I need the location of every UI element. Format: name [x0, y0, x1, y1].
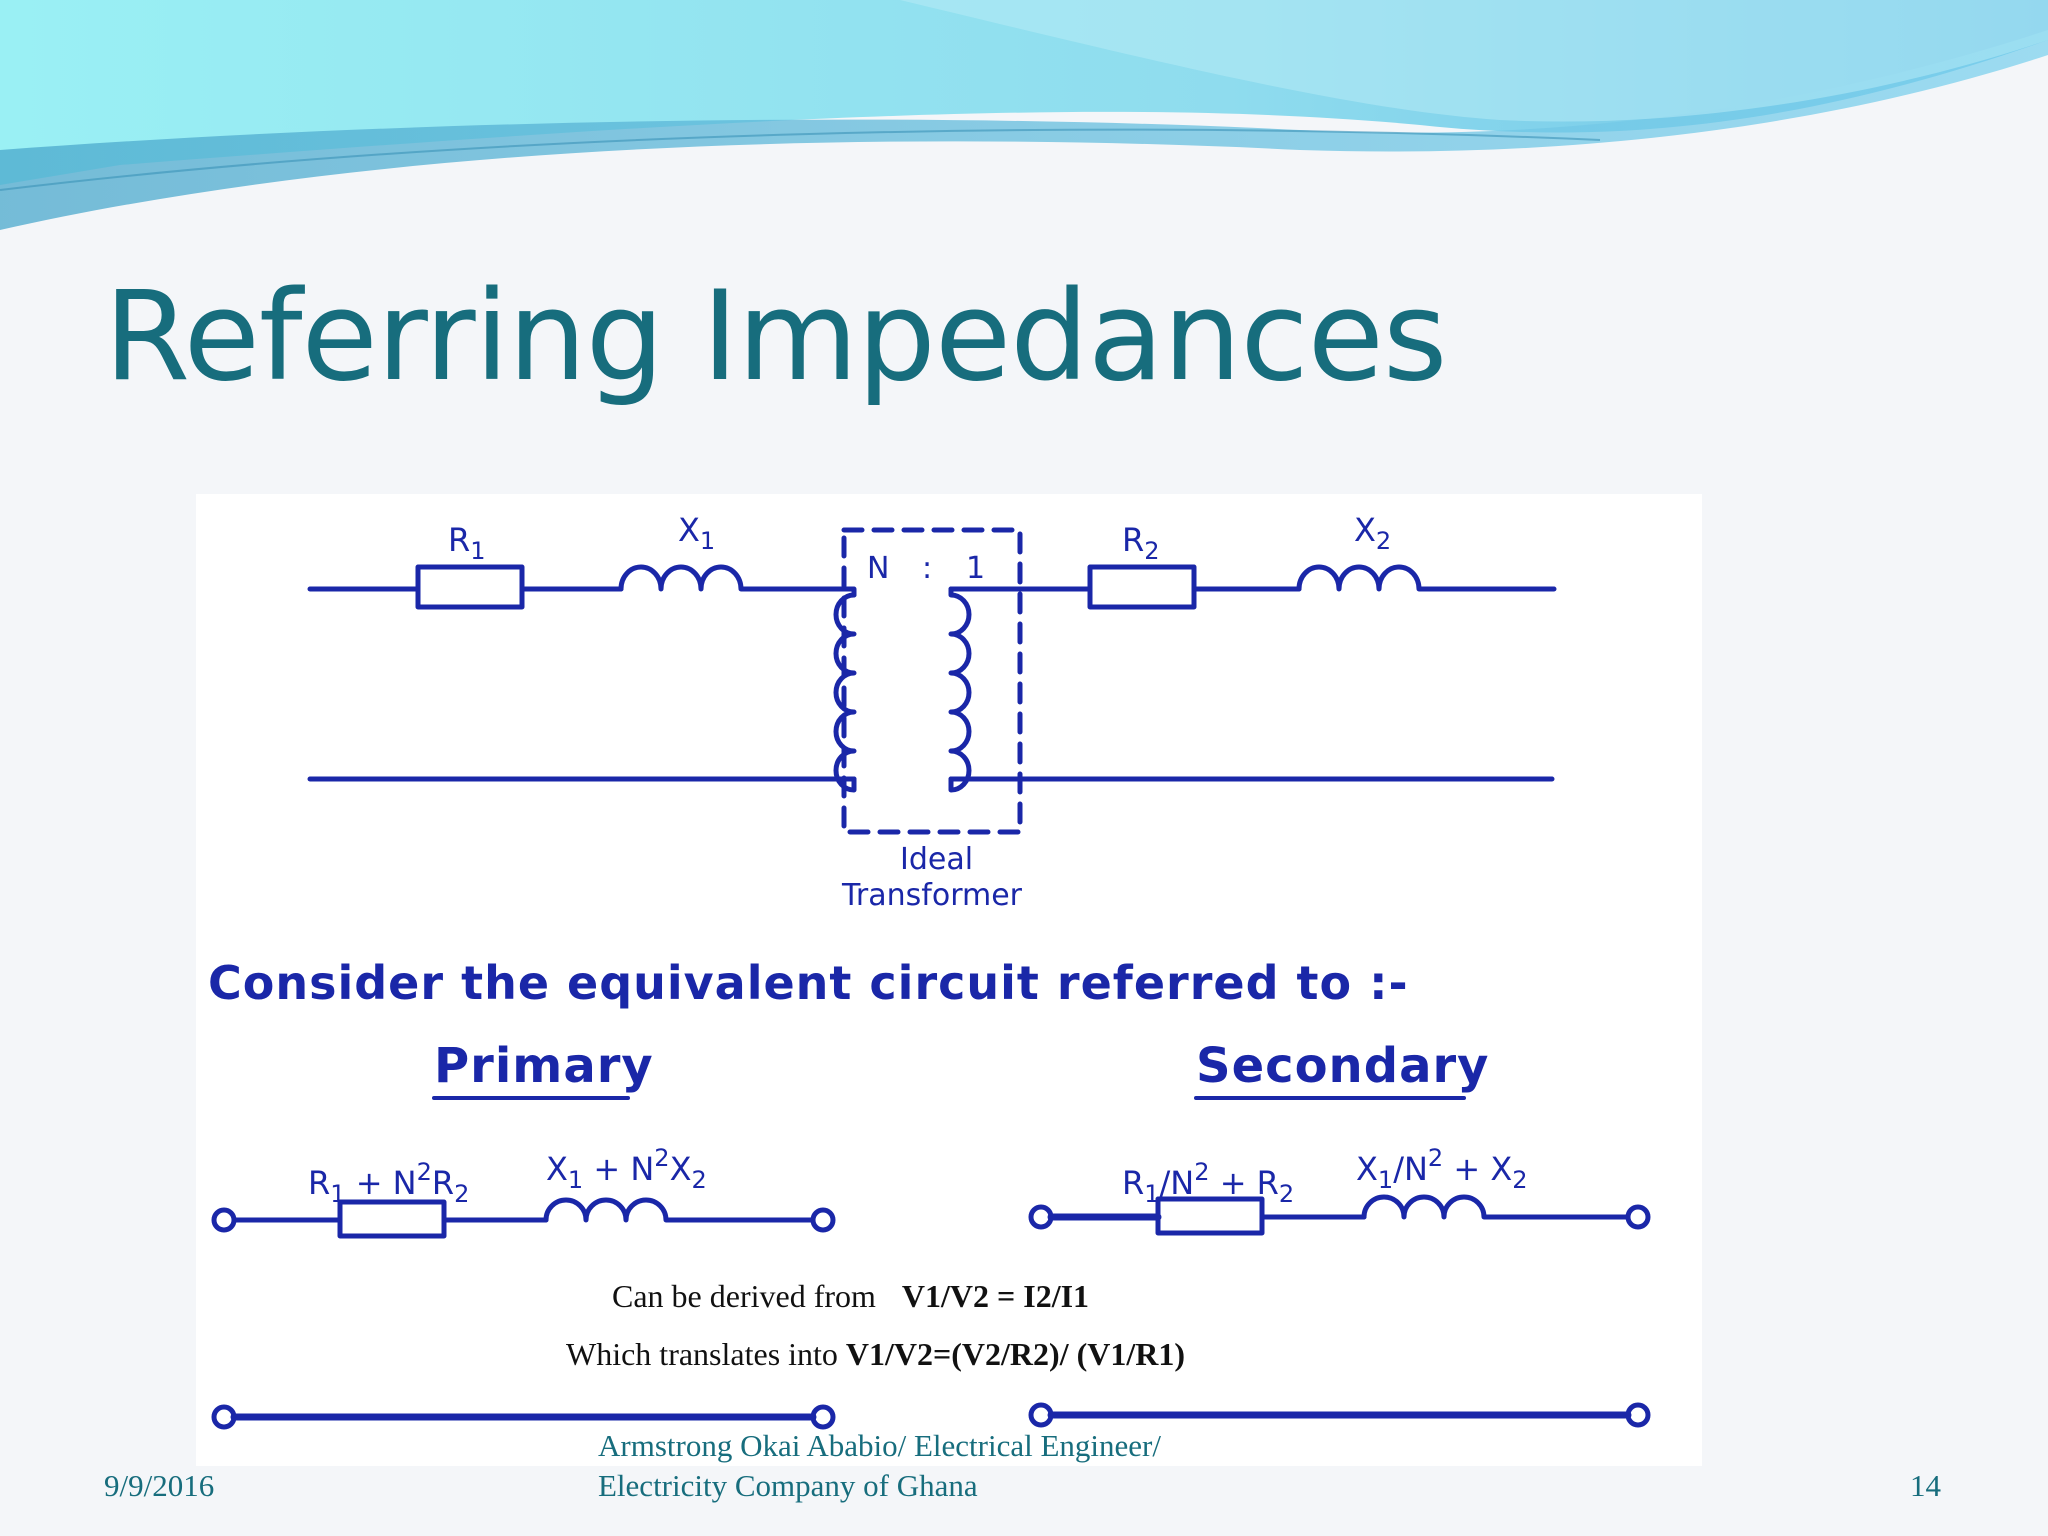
footer-page-number: 14 [1910, 1468, 1941, 1503]
resistor-r1 [415, 564, 525, 610]
ideal-transformer-label-line2: Transformer [842, 878, 1023, 913]
ideal-transformer-label-line1: Ideal [900, 842, 974, 877]
footer-author-line-2: Electricity Company of Ghana [598, 1468, 978, 1503]
label-secondary-equivalent-resistance: R1/N2 + R2 [1122, 1158, 1295, 1208]
secondary-heading: Secondary [1196, 1038, 1490, 1094]
label-r2: R2 [1122, 521, 1160, 565]
footer-date: 9/9/2016 [104, 1468, 215, 1503]
label-secondary-equivalent-reactance: X1/N2 + X2 [1356, 1144, 1528, 1194]
top-circuit [307, 527, 1557, 835]
secondary-winding [948, 586, 972, 793]
footer-author-line-1: Armstrong Okai Ababio/ Electrical Engine… [598, 1428, 1161, 1463]
circuit-figure: R1 X1 R2 X2 N : 1 Ideal Transformer Cons… [196, 494, 1702, 1466]
consider-statement: Consider the equivalent circuit referred… [208, 956, 1409, 1010]
turns-ratio-separator: : [922, 551, 933, 586]
secondary-referred-circuit [1028, 1194, 1651, 1428]
primary-heading: Primary [434, 1038, 654, 1094]
inductor-equivalent-secondary [1361, 1194, 1631, 1220]
terminal [810, 1207, 836, 1233]
label-primary-equivalent-reactance: X1 + N2X2 [546, 1144, 707, 1194]
label-x1: X1 [678, 511, 716, 555]
inductor-x1 [618, 564, 857, 598]
terminal [211, 1207, 237, 1233]
circuit-drawing [211, 527, 1651, 1430]
label-primary-equivalent-resistance: R1 + N2R2 [308, 1158, 470, 1208]
label-x2: X2 [1354, 511, 1392, 555]
turns-ratio-n: N [867, 551, 890, 586]
slide-title: Referring Impedances [104, 265, 1447, 409]
primary-referred-circuit [211, 1197, 836, 1430]
ideal-transformer-box [841, 527, 1023, 835]
resistor-r2 [1087, 564, 1197, 610]
terminal [1625, 1204, 1651, 1230]
turns-ratio-one: 1 [966, 551, 986, 586]
inductor-x2 [1296, 564, 1557, 592]
derivation-line-2: Which translates into V1/V2=(V2/R2)/ (V1… [566, 1336, 1185, 1372]
inductor-equivalent-primary [543, 1197, 816, 1223]
header-wave-decoration [0, 0, 2048, 230]
terminal [1625, 1402, 1651, 1428]
label-r1: R1 [448, 521, 486, 565]
terminal [810, 1404, 836, 1430]
